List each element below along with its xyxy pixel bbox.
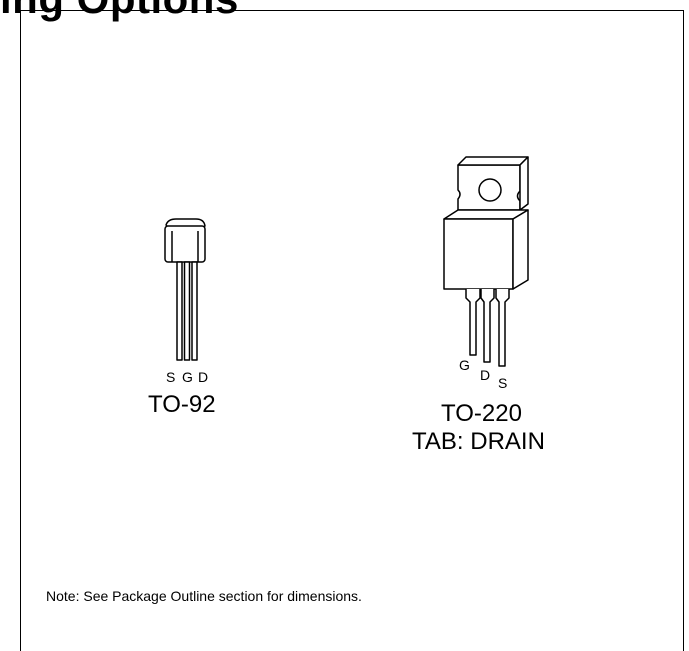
to92-lead-d xyxy=(191,261,198,361)
to220-lead-s xyxy=(495,289,510,367)
to220-package-name: TO-220 xyxy=(441,400,522,427)
to92-pin-label-s: S xyxy=(166,369,176,385)
to220-body xyxy=(443,218,514,290)
to92-pin-label-d: D xyxy=(198,369,209,385)
package-drawings xyxy=(164,156,529,367)
to220-mounting-hole xyxy=(478,178,502,202)
to92-package-name: TO-92 xyxy=(148,391,216,418)
to220-package-drawing xyxy=(443,156,529,367)
to92-package-drawing xyxy=(164,218,206,361)
to92-lead-s xyxy=(176,261,183,361)
section-heading: ing Options xyxy=(0,0,239,20)
dimensions-note: Note: See Package Outline section for di… xyxy=(46,588,362,604)
to92-pin-label-g: G xyxy=(182,369,193,385)
to220-lead-d xyxy=(480,289,495,363)
to220-pin-label-g: G xyxy=(459,357,470,373)
to220-pin-label-d: D xyxy=(480,367,491,383)
to92-body xyxy=(164,225,206,263)
to220-lead-g xyxy=(465,289,481,356)
to92-lead-g xyxy=(183,261,191,361)
to220-tab-note: TAB: DRAIN xyxy=(412,428,545,455)
figure-frame xyxy=(20,10,684,651)
to220-pin-label-s: S xyxy=(498,375,508,391)
